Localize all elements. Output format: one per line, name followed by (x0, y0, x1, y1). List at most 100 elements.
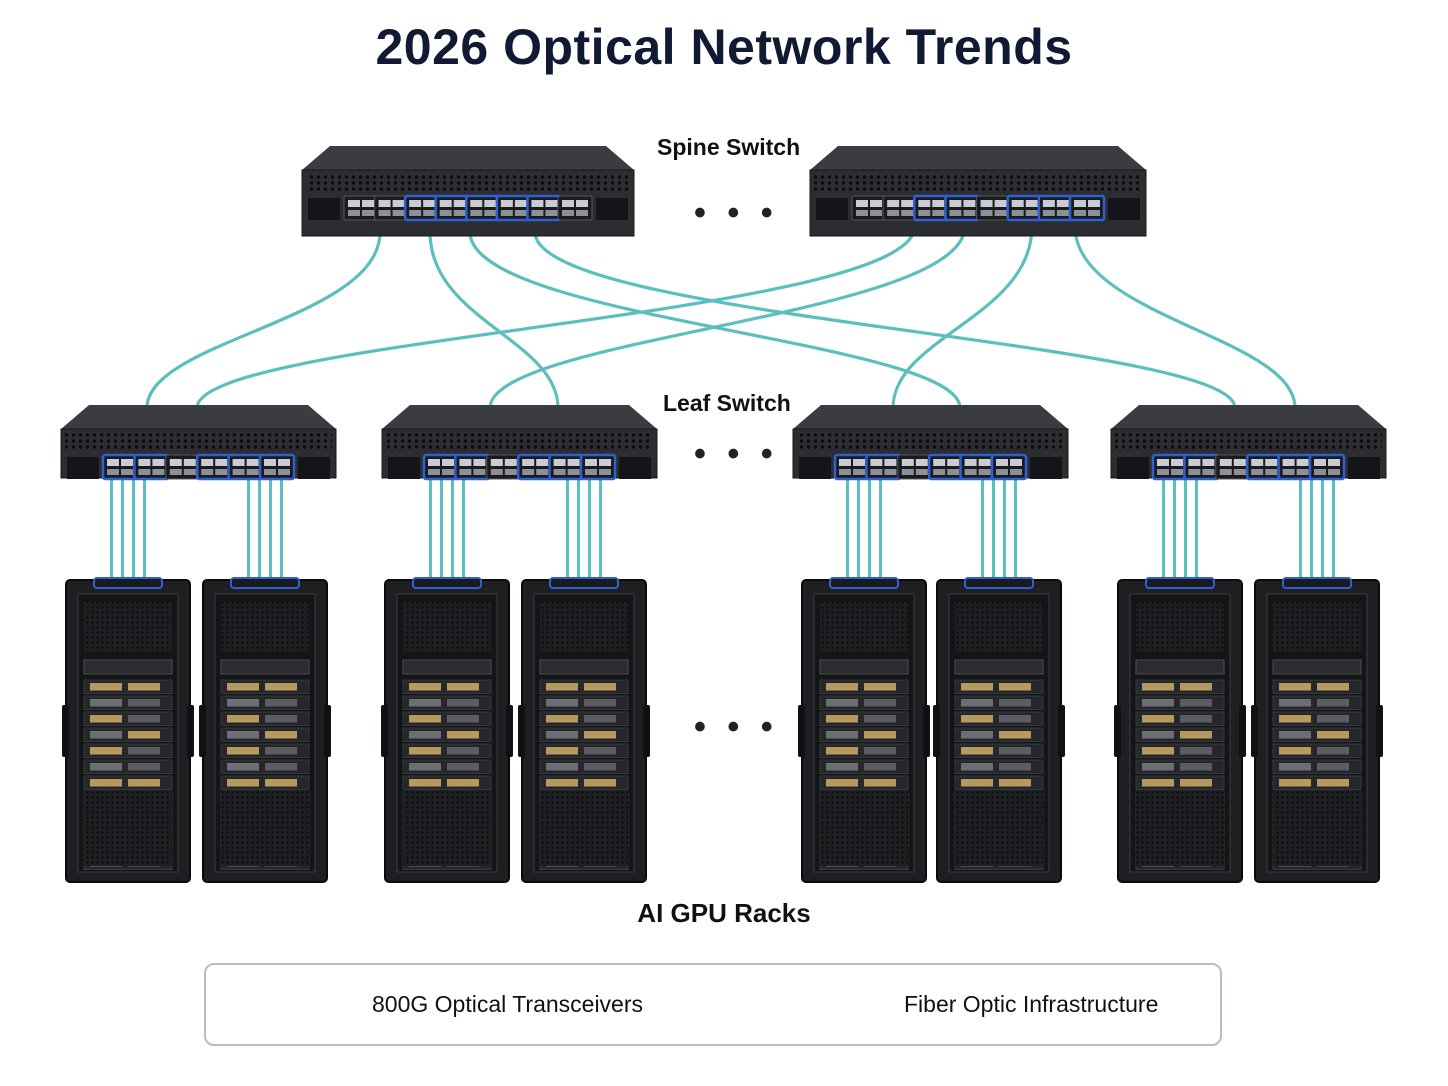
port-cage (887, 210, 900, 216)
gpu-module (409, 763, 441, 771)
port-cage (1251, 469, 1264, 475)
gpu-module (961, 763, 993, 771)
fiber-link (195, 224, 917, 410)
gpu-module (128, 715, 160, 723)
port-cage (504, 469, 517, 475)
gpu-module (1180, 715, 1212, 723)
gpu-module (961, 779, 993, 787)
gpu-module (227, 683, 259, 691)
fiber-link (1073, 224, 1297, 410)
port-cage (553, 459, 566, 466)
port-cage (1171, 459, 1183, 466)
port-cage (853, 459, 865, 466)
rack-top-vent (221, 602, 309, 652)
switch-port (486, 454, 522, 480)
rack-handle (187, 705, 194, 757)
port-cage (933, 459, 946, 466)
rack-network-shelf (1272, 659, 1362, 675)
gpu-module (1142, 731, 1174, 739)
switch-port (1006, 194, 1043, 222)
rack-bottom-vent (955, 790, 1043, 866)
rack-uplink-port (964, 577, 1034, 589)
switch-side-vent (67, 457, 99, 479)
port-cage (980, 200, 993, 207)
fiber-link (145, 230, 382, 410)
port-cage (1074, 200, 1086, 207)
switch-port (516, 453, 554, 481)
port-cage (1233, 459, 1246, 466)
rack-bottom-vent (1273, 790, 1361, 866)
port-cage (949, 200, 962, 207)
rack-uplink-port (829, 577, 899, 589)
switch-port (1308, 453, 1346, 481)
port-cage (870, 469, 883, 475)
port-cage (949, 210, 962, 216)
gpu-module (1279, 715, 1311, 723)
switch-lid (793, 405, 1068, 429)
switch-side-vent (1117, 457, 1149, 479)
rack-top-vent (540, 602, 628, 652)
gpu-module (447, 731, 479, 739)
port-cage (442, 459, 454, 466)
rack-handle (62, 705, 69, 757)
port-cage (1314, 459, 1326, 466)
gpu-module (128, 747, 160, 755)
port-cage (585, 469, 597, 475)
fiber-link (468, 230, 962, 410)
gpu-module (1317, 731, 1349, 739)
port-cage (562, 210, 574, 216)
rack-handle (518, 705, 525, 757)
leaf-switch-icon (60, 405, 337, 481)
gpu-module (265, 683, 297, 691)
port-cage (470, 200, 483, 207)
gpu-module (409, 747, 441, 755)
rack-handle (923, 705, 930, 757)
switch-port (959, 453, 996, 481)
gpu-module (265, 779, 297, 787)
port-cage (1042, 200, 1055, 207)
port-cage (439, 210, 452, 216)
gpu-module (864, 683, 896, 691)
port-cage (599, 459, 611, 466)
switch-vent (65, 433, 332, 451)
port-cage (278, 469, 290, 475)
port-cage (107, 459, 119, 466)
port-cage (439, 200, 452, 207)
port-cage (576, 200, 588, 207)
gpu-rack-icon (62, 577, 194, 883)
port-cage (1219, 459, 1232, 466)
gpu-module (1317, 715, 1349, 723)
port-cage (409, 200, 422, 207)
port-cage (500, 210, 513, 216)
port-cage (1025, 210, 1038, 216)
gpu-module (409, 731, 441, 739)
gpu-module (961, 683, 993, 691)
port-cage (918, 200, 931, 207)
port-cage (1188, 459, 1201, 466)
switch-vent (386, 433, 653, 451)
switch-port (1037, 194, 1075, 222)
gpu-module (409, 683, 441, 691)
port-cage (856, 200, 868, 207)
port-cage (453, 200, 466, 207)
switch-port (927, 453, 965, 481)
gpu-module (1279, 731, 1311, 739)
port-cage (901, 459, 914, 466)
port-cage (1202, 459, 1215, 466)
switch-side-vent (619, 457, 651, 479)
switch-lid (382, 405, 657, 429)
gpu-module (546, 699, 578, 707)
port-cage (1088, 200, 1100, 207)
switch-side-vent (1108, 198, 1140, 220)
gpu-module (864, 715, 896, 723)
gpu-module (227, 763, 259, 771)
port-cage (545, 210, 558, 216)
rack-handle (933, 705, 940, 757)
gpu-module (826, 715, 858, 723)
rack-top-vent (84, 602, 172, 652)
port-cage (428, 469, 440, 475)
gpu-module (265, 763, 297, 771)
gpu-module (1279, 683, 1311, 691)
